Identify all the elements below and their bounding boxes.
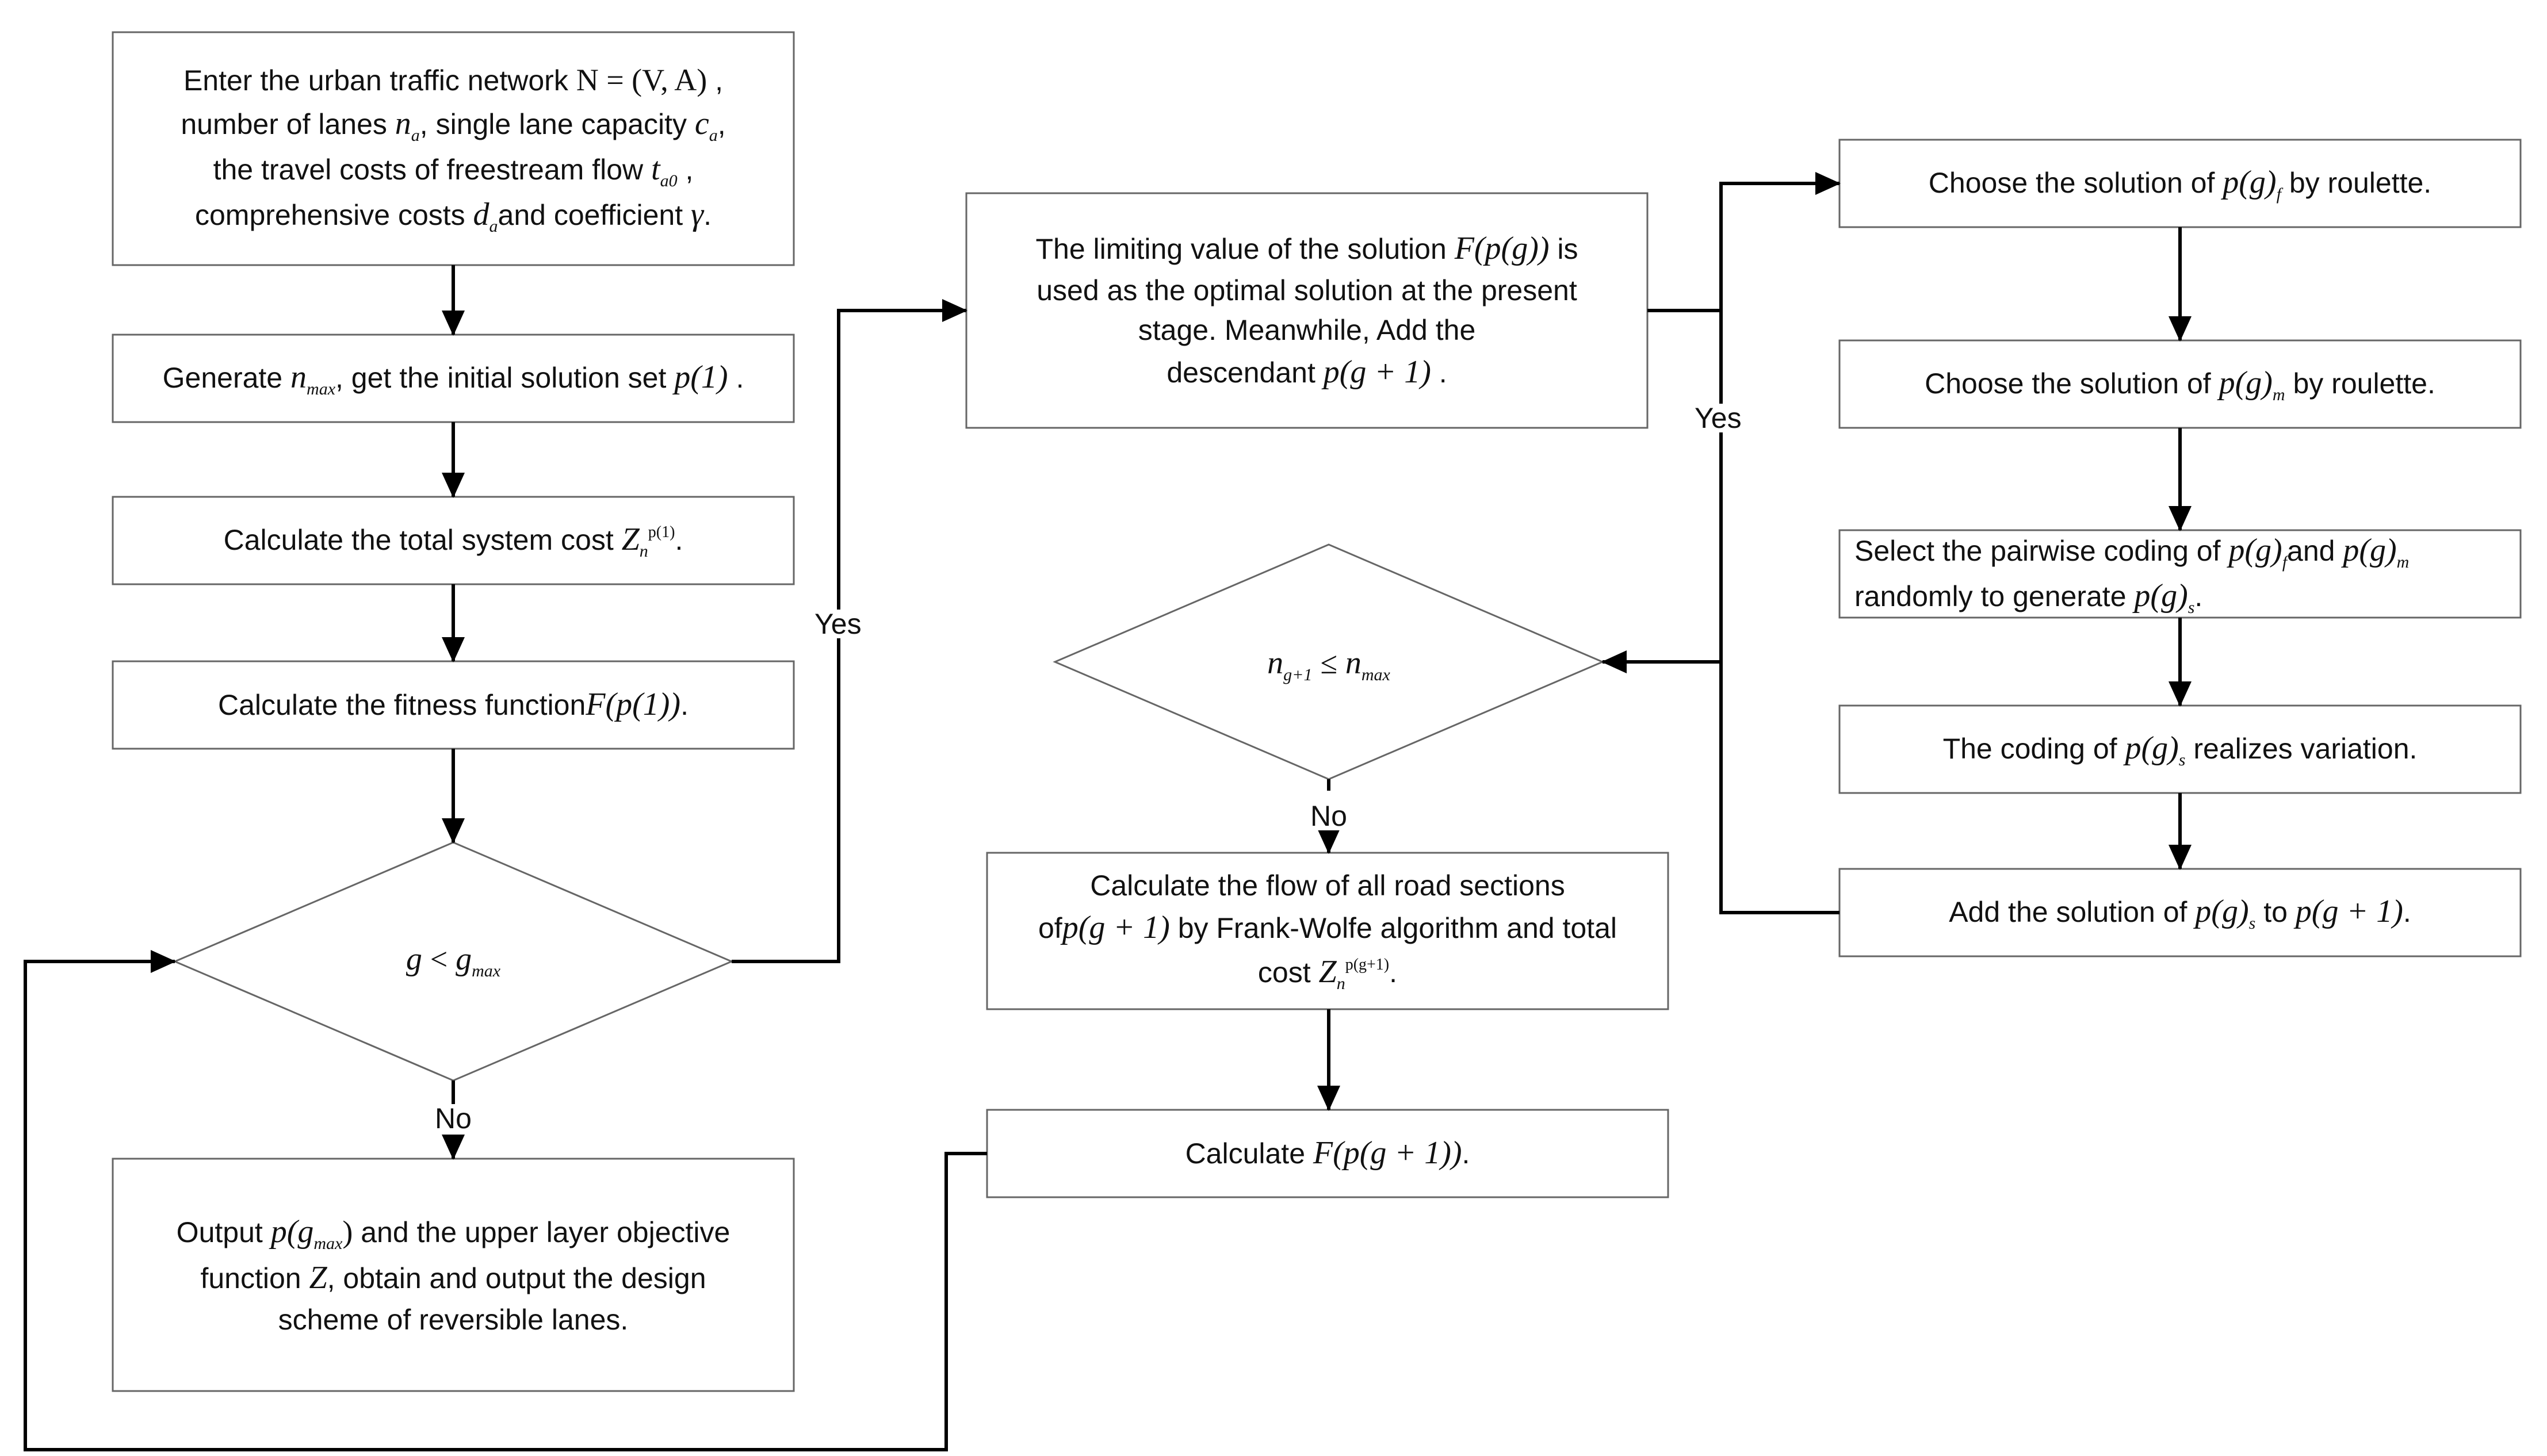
label-loop-no: No [431, 1104, 475, 1133]
generate-text: Generate nmax, get the initial solution … [162, 359, 744, 399]
variation-text: The coding of p(g)s realizes variation. [1942, 730, 2418, 770]
edge-add-sizecheck [1719, 662, 1840, 914]
calc-f-text: Calculate F(p(g + 1)). [1185, 1135, 1470, 1171]
pairwise-text: Select the pairwise coding of p(g)fand p… [1854, 532, 2410, 617]
input-text: Enter the urban traffic network N = (V, … [181, 63, 726, 236]
output-text: Output p(gmax) and the upper layer objec… [176, 1214, 731, 1336]
total-cost-text: Calculate the total system cost Znp(1). [223, 522, 683, 561]
label-loop-yes: Yes [811, 610, 865, 638]
edge-calcf-loopback [24, 950, 987, 1451]
flow-text: Calculate the flow of all road sections … [1038, 869, 1617, 994]
choose-f-text: Choose the solution of p(g)f by roulette… [1928, 164, 2432, 204]
add-text: Add the solution of p(g)s to p(g + 1). [1949, 894, 2411, 933]
loop-check-text: g < gmax [406, 941, 501, 981]
size-check-text: ng+1 ≤ nmax [1267, 645, 1390, 685]
label-limit-yes: Yes [1691, 404, 1745, 432]
label-size-no: No [1307, 802, 1351, 830]
fitness-text: Calculate the fitness functionF(p(1)). [218, 687, 689, 723]
choose-m-text: Choose the solution of p(g)m by roulette… [1925, 365, 2435, 405]
edge-limit-choosef [1647, 172, 1841, 312]
limit-text: The limiting value of the solution F(p(g… [1035, 230, 1578, 390]
